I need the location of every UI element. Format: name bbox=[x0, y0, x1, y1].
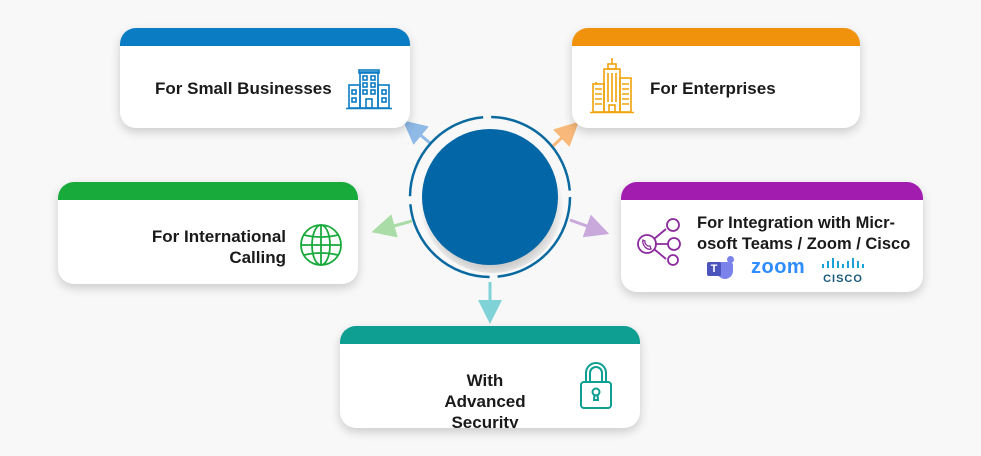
card-header-bar bbox=[340, 326, 640, 344]
card-integration: For Integration with Micr- osoft Teams /… bbox=[621, 182, 923, 292]
center-ring bbox=[408, 115, 572, 279]
card-label-line1: For Integration with Micr- bbox=[697, 214, 895, 232]
teams-logo-letter: T bbox=[707, 262, 721, 276]
card-label-line2: osoft Teams / Zoom / Cisco bbox=[697, 235, 911, 253]
card-header-bar bbox=[58, 182, 358, 200]
card-label-line1: For International bbox=[151, 227, 286, 246]
card-international-calling: For International Calling bbox=[58, 182, 358, 284]
card-header-bar bbox=[621, 182, 923, 200]
globe-icon bbox=[300, 224, 342, 266]
arrow-to-enterprises bbox=[551, 121, 579, 148]
skyscraper-icon bbox=[590, 58, 634, 114]
cisco-logo-text: CISCO bbox=[823, 273, 863, 285]
card-label-line2: Security bbox=[451, 413, 519, 428]
card-advanced-security: With Advanced Security bbox=[340, 326, 640, 428]
cisco-bars-icon bbox=[822, 258, 864, 268]
zoom-logo: zoom bbox=[751, 256, 806, 278]
card-header-bar bbox=[120, 28, 410, 46]
card-small-businesses: For Small Businesses bbox=[120, 28, 410, 128]
office-building-icon bbox=[346, 69, 392, 110]
card-label-line1: With Advanced bbox=[444, 371, 526, 411]
share-phone-icon bbox=[637, 218, 681, 266]
card-label: For Small Businesses bbox=[155, 79, 332, 98]
card-label-line2: Calling bbox=[229, 248, 286, 267]
card-label: For International Calling bbox=[152, 226, 286, 268]
arrow-to-small-businesses bbox=[402, 120, 431, 145]
card-label: With Advanced Security bbox=[426, 370, 544, 428]
teams-logo: T bbox=[707, 256, 735, 280]
arrow-to-international bbox=[371, 214, 413, 238]
card-header-bar bbox=[572, 28, 860, 46]
center-circle bbox=[422, 129, 558, 265]
padlock-icon bbox=[580, 362, 612, 409]
card-label: For Enterprises bbox=[650, 79, 776, 98]
card-enterprises: For Enterprises bbox=[572, 28, 860, 128]
arrow-to-integration bbox=[569, 214, 610, 238]
cisco-logo: CISCO bbox=[821, 256, 865, 285]
card-label: For Integration with Micr- osoft Teams /… bbox=[697, 213, 910, 255]
